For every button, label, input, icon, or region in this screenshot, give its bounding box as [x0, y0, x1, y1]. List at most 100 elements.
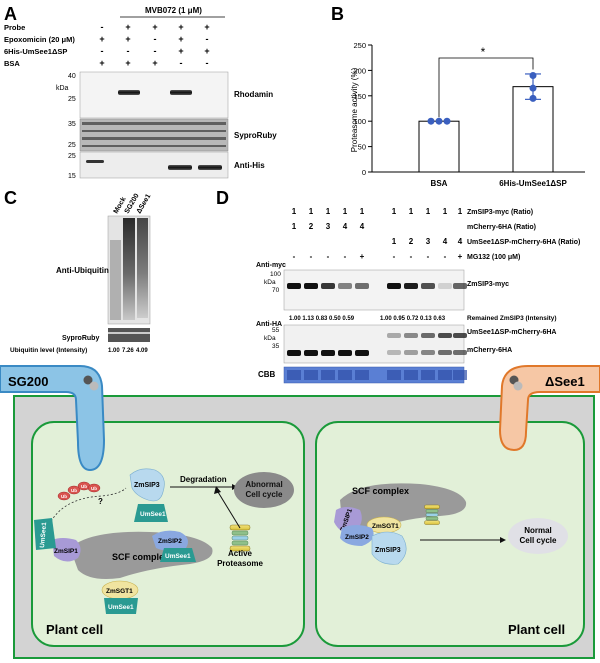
normal-label-2: Cell cycle	[520, 536, 557, 545]
panel-d-ratio-value: 1	[426, 207, 431, 216]
umsee1-top	[134, 504, 168, 522]
mcherry-band	[355, 350, 369, 356]
ha-band-label-2: mCherry-6HA	[467, 347, 512, 354]
abnormal-label-2: Cell cycle	[246, 490, 283, 499]
panel-a-kda: kDa	[56, 85, 69, 92]
anti-his-band-lane4	[168, 165, 192, 170]
syproruby-label-a: SyproRuby	[234, 131, 277, 140]
panel-d-ratio-value: 4	[443, 237, 448, 246]
umsee1-bottom	[104, 598, 138, 614]
question-mark: ?	[98, 497, 103, 506]
panel-d-ratio-value: -	[310, 252, 313, 261]
zmsip3-left	[129, 468, 165, 502]
mcherry-band	[387, 350, 401, 355]
panel-a-sign: +	[125, 22, 130, 32]
y-tick-label: 200	[353, 66, 366, 75]
panel-c-label: C	[4, 188, 17, 208]
myc-band	[321, 283, 335, 289]
panel-a-sign: +	[178, 34, 183, 44]
remained-values-1: 1.00 1.13 0.83 0.50 0.59	[289, 316, 355, 322]
mcherry-band	[438, 350, 452, 355]
mcherry-band	[338, 350, 352, 356]
syproruby-label-c: SyproRuby	[62, 335, 99, 342]
syproruby-c-band	[108, 332, 150, 334]
panel-d-ratio-value: -	[427, 252, 430, 261]
rhodamin-band-lane4	[170, 90, 192, 95]
panel-a-sign: +	[204, 46, 209, 56]
dsee1-nucleus-2	[513, 381, 523, 391]
myc-blot	[283, 269, 465, 311]
cbb-lane	[287, 370, 301, 380]
sg200-nucleus-2	[89, 381, 99, 391]
panel-a-sign: -	[154, 34, 157, 44]
rhodamin-label: Rhodamin	[234, 90, 273, 99]
panel-b-label: B	[331, 4, 344, 24]
panel-d-ratio-value: 1	[343, 207, 348, 216]
normal-label-1: Normal	[524, 526, 552, 535]
panel-a-label: A	[4, 4, 17, 24]
panel-a-marker-25: 25	[68, 96, 76, 103]
ubiquitin-level-sg200: 7.26	[122, 348, 134, 354]
bar	[418, 120, 460, 173]
panel-a-marker-25c: 25	[68, 153, 76, 160]
umsee1-top-label: UmSee1	[140, 511, 166, 518]
panel-d-ratio-value: -	[344, 252, 347, 261]
anti-his-band-lane1	[86, 160, 104, 163]
zmsgt1-right-label: ZmSGT1	[372, 523, 399, 530]
umsee1-bottom-label: UmSee1	[108, 604, 134, 611]
proteasome-ring	[231, 535, 249, 541]
syproruby-blot-c	[108, 328, 150, 342]
panel-a-sign: -	[101, 46, 104, 56]
proteasome-cap	[229, 545, 251, 552]
panel-a-marker-35: 35	[68, 121, 76, 128]
panel-d-ratio-value: -	[293, 252, 296, 261]
panel-a-sign: -	[206, 34, 209, 44]
panel-a-sign: +	[152, 22, 157, 32]
umsee1-mcherry-band	[404, 333, 418, 338]
cbb-lane	[338, 370, 352, 380]
data-point	[529, 84, 537, 92]
ubiquitin-level-dsee1: 4.09	[136, 348, 148, 354]
panel-d-row-label: ZmSIP3-myc (Ratio)	[467, 209, 533, 216]
panel-a-condition-rows: Probe-++++Epoxomicin (20 μM)++-+-6His-Um…	[4, 22, 210, 68]
degradation-label: Degradation	[180, 475, 227, 484]
panel-d-ratio-value: 1	[309, 207, 314, 216]
panel-d-ratio-value: 1	[392, 237, 397, 246]
panel-b: B Proteasome activity (%) 05010015020025…	[331, 4, 585, 188]
umsee1-mid	[160, 548, 196, 562]
panel-c: C Mock SG200 ΔSee1 Anti-Ubiquitin SyproR…	[4, 188, 152, 354]
d-kda-1: kDa	[264, 279, 276, 286]
cbb-lane	[438, 370, 452, 380]
mcherry-band	[287, 350, 301, 356]
zmsip2-right-label: ZmSIP2	[345, 534, 369, 541]
active-label-2: Proteasome	[217, 559, 263, 568]
myc-band	[438, 283, 452, 289]
y-tick-label: 0	[362, 168, 366, 177]
proteasome-ring	[425, 516, 439, 521]
data-point	[443, 117, 451, 125]
proteasome-to-degradation	[217, 491, 241, 529]
ubiquitin-text: Ub	[81, 484, 87, 489]
umsee1-mcherry-band	[453, 333, 467, 338]
panel-e: E SG200 ΔSee1 Degradation Abnormal Cell …	[0, 365, 600, 659]
cbb-label: CBB	[258, 370, 276, 379]
panel-d-ratio-value: 1	[409, 207, 414, 216]
panel-a-sign: +	[152, 58, 157, 68]
cbb-lane	[453, 370, 467, 380]
panel-d-ratio-value: -	[327, 252, 330, 261]
panel-d-ratio-value: 4	[360, 222, 365, 231]
data-point	[529, 71, 537, 79]
panel-a-sign: +	[178, 22, 183, 32]
panel-d-row-label: mCherry-6HA (Ratio)	[467, 224, 536, 231]
umsee1-mcherry-band	[387, 333, 401, 338]
panel-a-sign: -	[180, 58, 183, 68]
umsee1-mcherry-band	[421, 333, 435, 338]
panel-a-row-label: 6His-UmSee1ΔSP	[4, 47, 67, 56]
mcherry-band	[304, 350, 318, 356]
panel-a-sign: -	[127, 46, 130, 56]
zmsip2-left	[152, 530, 188, 551]
d-marker-55: 55	[272, 327, 280, 334]
cbb-lane	[387, 370, 401, 380]
x-tick-label: BSA	[431, 179, 448, 188]
